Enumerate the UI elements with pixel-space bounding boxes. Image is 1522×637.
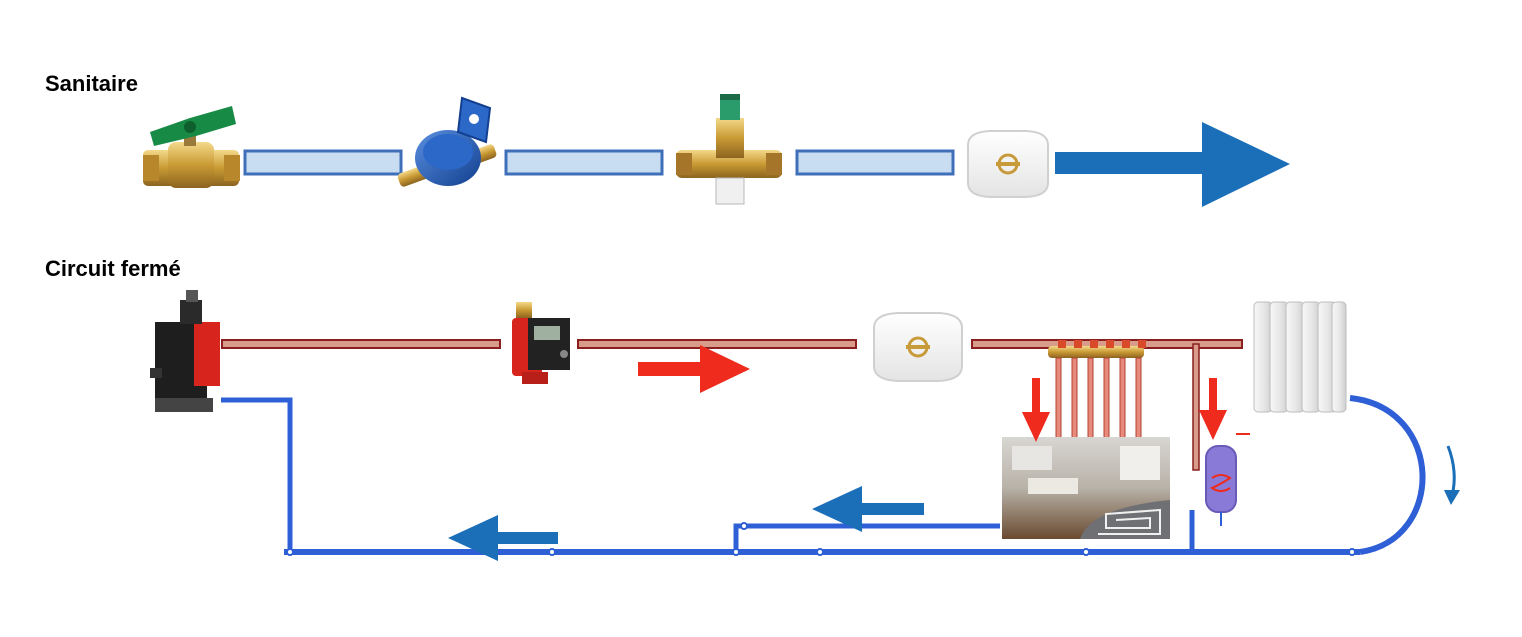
circulator-pump-icon	[512, 302, 570, 384]
filter-icon	[967, 130, 1049, 198]
water-heater-icon	[1205, 433, 1250, 526]
water-meter-icon	[397, 96, 497, 187]
circuit-ferme-line	[150, 290, 1460, 561]
sanitaire-line	[143, 94, 1290, 207]
heat-down-arrow-icon	[1199, 378, 1227, 440]
pressure-reducer-icon	[676, 94, 782, 205]
pipe-joints	[286, 522, 1356, 556]
supply-pipe-2	[577, 339, 857, 349]
return-flow-arrow-icon	[448, 515, 558, 561]
section-title-sanitaire: Sanitaire	[45, 71, 138, 96]
radiator-icon	[1253, 301, 1347, 413]
filter-icon	[873, 312, 963, 382]
return-pipe-floor	[733, 523, 1000, 552]
boiler-icon	[150, 290, 220, 412]
sanitaire-pipe-2	[504, 149, 664, 176]
supply-branch-heater	[1192, 343, 1200, 471]
section-title-circuit-ferme: Circuit fermé	[45, 256, 181, 281]
return-flow-arrow-icon	[812, 486, 924, 532]
return-pipe-boiler	[221, 397, 293, 552]
ball-valve-icon	[143, 106, 240, 188]
heat-flow-arrow-icon	[638, 345, 750, 393]
return-down-arrow-icon	[1444, 445, 1460, 505]
flow-direction-arrow-icon	[1055, 122, 1290, 207]
heat-down-arrow-icon	[1022, 378, 1050, 442]
supply-pipe-1	[221, 339, 501, 349]
sanitaire-pipe-1	[243, 149, 403, 176]
manifold-icon	[1048, 340, 1146, 439]
underfloor-heating-room-icon	[1002, 437, 1170, 539]
return-pipe-radiator	[1349, 395, 1426, 555]
sanitaire-pipe-3	[795, 149, 955, 176]
